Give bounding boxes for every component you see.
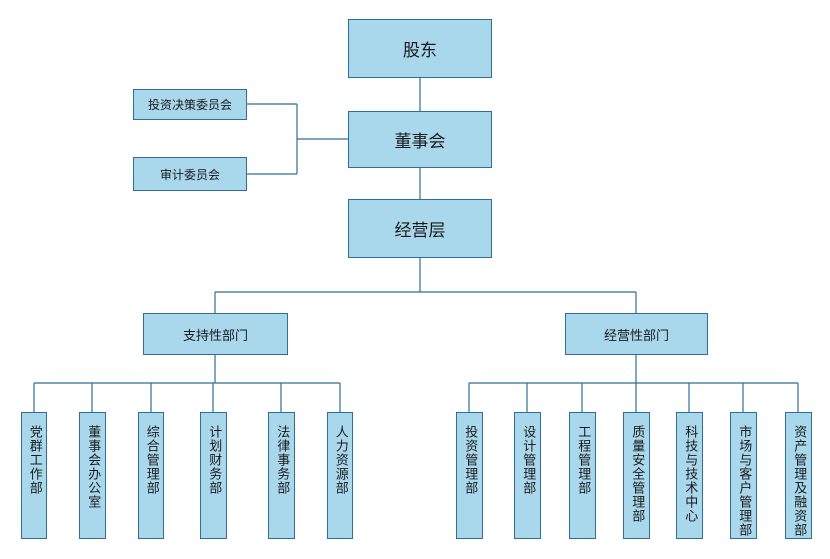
- shareholders-box: 股东: [348, 19, 492, 78]
- dept-design-mgmt: 设计管理部: [514, 412, 541, 539]
- dept-quality-safety: 质量安全管理部: [623, 412, 650, 539]
- dept-party-work: 党群工作部: [21, 412, 47, 539]
- committee-investment: 投资决策委员会: [133, 89, 247, 120]
- dept-asset-financing: 资产管理及融资部: [785, 412, 812, 539]
- dept-board-office: 董事会办公室: [79, 412, 106, 539]
- operating-group-box: 经营性部门: [565, 313, 708, 355]
- dept-tech-center: 科技与技术中心: [676, 412, 703, 539]
- dept-investment-mgmt: 投资管理部: [456, 412, 483, 539]
- dept-human-resources: 人力资源部: [327, 412, 353, 539]
- dept-planning-finance: 计划财务部: [200, 412, 227, 539]
- management-box: 经营层: [348, 199, 492, 258]
- dept-engineering-mgmt: 工程管理部: [569, 412, 596, 539]
- dept-market-customer: 市场与客户管理部: [730, 412, 757, 539]
- committee-audit: 审计委员会: [133, 157, 247, 191]
- dept-general-admin: 综合管理部: [138, 412, 164, 539]
- dept-legal-affairs: 法律事务部: [268, 412, 295, 539]
- support-group-box: 支持性部门: [143, 313, 288, 355]
- board-box: 董事会: [348, 111, 492, 168]
